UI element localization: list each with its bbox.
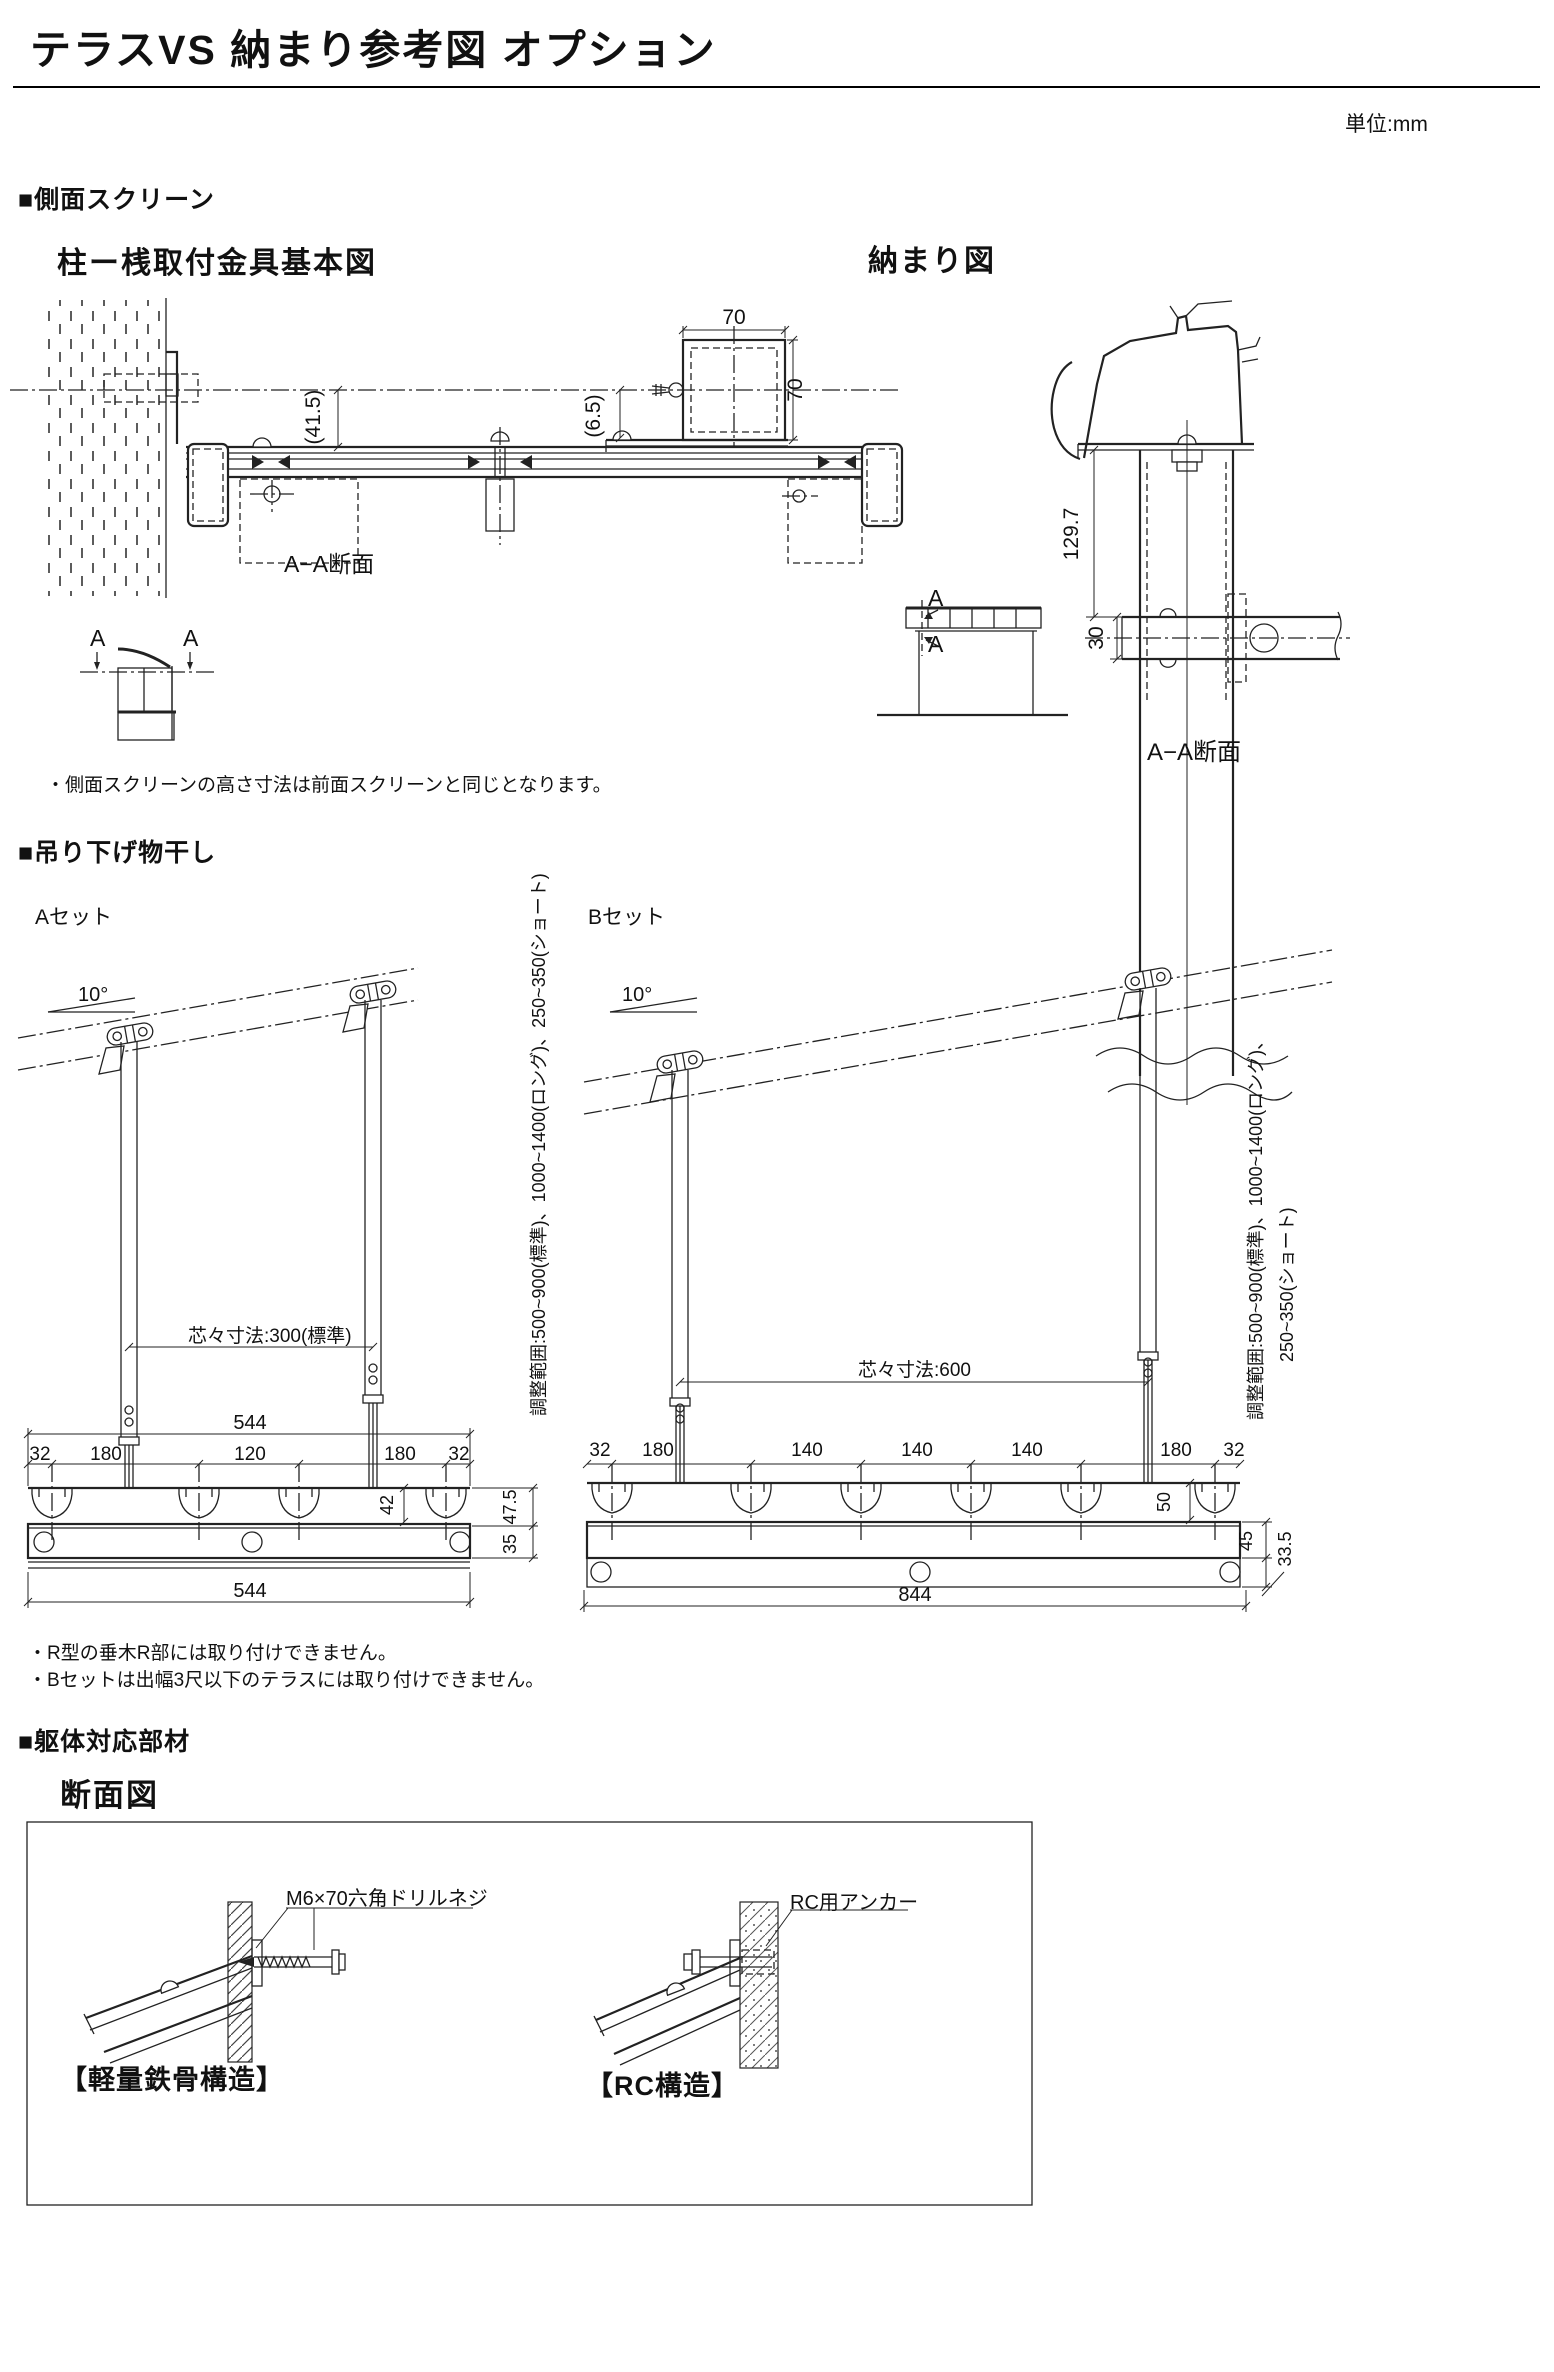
section-label-osamari: A−A断面 [1147, 739, 1241, 766]
dim-70-height: 70 [784, 378, 807, 401]
basic-mount-diagram: (41.5) (6.5) 70 [10, 298, 904, 741]
seg-b-7: 32 [1223, 1440, 1244, 1461]
dim-a-hook-h: 42 [377, 1495, 397, 1515]
label-set-b: Bセット [588, 906, 666, 929]
dim-a-475: 47.5 [500, 1489, 520, 1524]
dim-41-5: (41.5) [302, 390, 325, 445]
seg-a-2: 180 [90, 1444, 122, 1465]
range-b-line2: 250~350(ショート) [1277, 1207, 1297, 1362]
frame-parts-diagram [26, 1821, 1033, 2206]
cut-a-top: A [928, 585, 944, 611]
cut-a-bottom: A [928, 631, 944, 657]
seg-b-2: 180 [642, 1440, 674, 1461]
set-a-diagram: 10° 芯々寸法:300(標準) [17, 873, 549, 1608]
pitch-a: 芯々寸法:300(標準) [188, 1325, 352, 1347]
label-set-a: Aセット [35, 906, 113, 929]
seg-a-5: 32 [448, 1444, 469, 1465]
seg-b-1: 32 [589, 1440, 610, 1461]
cut-a-left: A [90, 625, 106, 651]
dim-6-5: (6.5) [582, 394, 605, 437]
caption-rc-structure: 【RC構造】 [586, 2071, 739, 2101]
dim-a-top-width: 544 [233, 1412, 266, 1434]
seg-b-6: 180 [1160, 1440, 1192, 1461]
dim-b-335: 33.5 [1275, 1531, 1295, 1566]
hanging-note-2: ・Bセットは出幅3尺以下のテラスには取り付けできません。 [28, 1670, 545, 1691]
title-rule [13, 86, 1540, 88]
dim-30: 30 [1085, 626, 1108, 649]
range-b-line1: 調整範囲:500~900(標準)、1000~1400(ロング)、 [1246, 1032, 1266, 1420]
dim-b-hook-h: 50 [1154, 1492, 1174, 1512]
osamari-diagram: 129.7 30 A−A断面 A A [877, 300, 1350, 1105]
page-title: テラスVS 納まり参考図 オプション [30, 27, 717, 73]
range-a: 調整範囲:500~900(標準)、1000~1400(ロング)、250~350(… [529, 873, 549, 1416]
seg-a-3: 120 [234, 1444, 266, 1465]
heading-hanging: ■吊り下げ物干し [18, 839, 217, 867]
heading-side-screen: ■側面スクリーン [18, 186, 215, 214]
section-label-basic: A−A断面 [284, 551, 374, 577]
caption-steel-structure: 【軽量鉄骨構造】 [60, 2065, 284, 2095]
seg-b-5: 140 [1011, 1440, 1043, 1461]
unit-label: 単位:mm [1345, 113, 1428, 136]
dim-b-bottom-width: 844 [898, 1584, 931, 1606]
heading-danmenzu: 断面図 [60, 1778, 159, 1813]
label-m6-screw: M6×70六角ドリルネジ [286, 1888, 488, 1910]
dim-a-35: 35 [500, 1534, 520, 1554]
hanging-note-1: ・R型の垂木R部には取り付けできません。 [28, 1643, 397, 1664]
dim-70-width: 70 [722, 306, 745, 329]
seg-b-3: 140 [791, 1440, 823, 1461]
dim-b-45: 45 [1236, 1531, 1256, 1551]
seg-b-4: 140 [901, 1440, 933, 1461]
dim-129-7: 129.7 [1060, 508, 1083, 561]
angle-a: 10° [78, 984, 108, 1006]
set-b-diagram: 10° 芯々寸法:600 [579, 949, 1333, 1612]
cut-a-right: A [183, 625, 199, 651]
label-rc-anchor: RC用アンカー [790, 1892, 919, 1914]
seg-a-4: 180 [384, 1444, 416, 1465]
heading-frame-parts: ■躯体対応部材 [18, 1728, 191, 1756]
dim-a-bottom-width: 544 [233, 1580, 266, 1602]
title-basic-diagram: 柱ー桟取付金具基本図 [57, 247, 377, 280]
side-screen-note: ・側面スクリーンの高さ寸法は前面スクリーンと同じとなります。 [46, 775, 612, 796]
angle-b: 10° [622, 984, 652, 1006]
title-osamari-diagram: 納まり図 [868, 245, 996, 278]
seg-a-1: 32 [29, 1444, 50, 1465]
pitch-b: 芯々寸法:600 [858, 1359, 971, 1381]
